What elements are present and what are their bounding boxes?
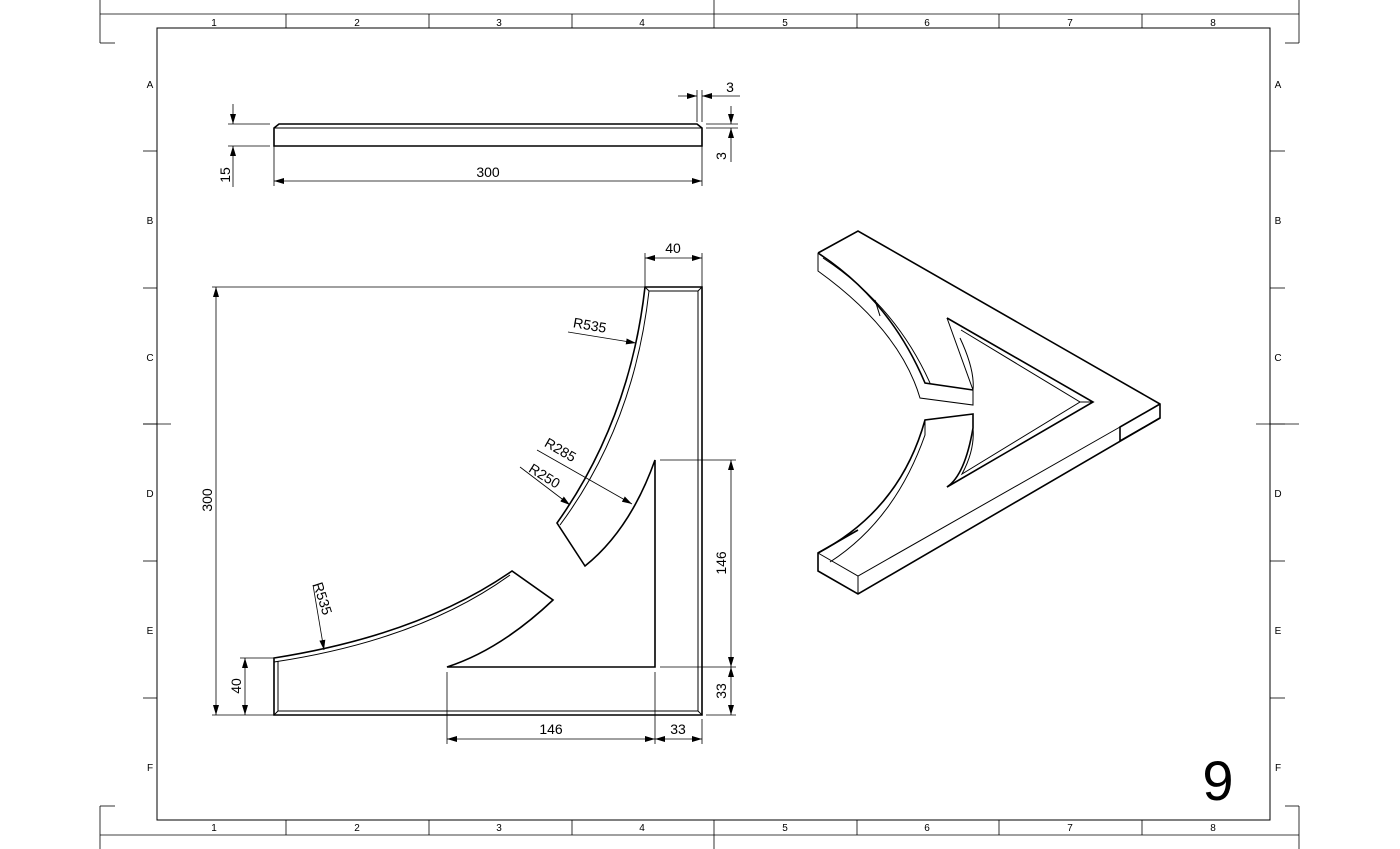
zone-col-1-bottom: 1 — [211, 823, 217, 834]
zone-row-b: B — [147, 216, 154, 227]
dim-chamfer-vertical: 3 — [713, 152, 729, 160]
sheet-frame — [99, 0, 1300, 849]
zone-labels: 1 2 3 4 5 6 7 8 1 2 3 4 5 6 7 8 A B C D … — [146, 18, 1281, 834]
zone-row-a: A — [147, 80, 154, 91]
zone-col-8-bottom: 8 — [1210, 823, 1216, 834]
dim-thickness: 15 — [217, 167, 233, 183]
sheet-number: 9 — [1202, 749, 1233, 812]
zone-row-a-right: A — [1275, 80, 1282, 91]
front-view: 300 40 146 33 146 33 40 R535 R285 R250 R — [199, 240, 736, 744]
zone-col-7: 7 — [1067, 18, 1073, 29]
zone-row-c-right: C — [1274, 353, 1281, 364]
zone-col-4: 4 — [639, 18, 645, 29]
dim-inner-vertical-offset: 33 — [713, 683, 729, 699]
zone-row-f-right: F — [1275, 763, 1281, 774]
dim-inner-horizontal: 146 — [539, 721, 563, 737]
zone-col-2: 2 — [354, 18, 360, 29]
zone-col-1: 1 — [211, 18, 217, 29]
zone-col-5: 5 — [782, 18, 788, 29]
zone-col-6-bottom: 6 — [924, 823, 930, 834]
radius-outer-top: R535 — [572, 314, 608, 336]
zone-col-3: 3 — [496, 18, 502, 29]
dim-inner-horizontal-offset: 33 — [670, 721, 686, 737]
zone-row-f: F — [147, 763, 153, 774]
zone-row-b-right: B — [1275, 216, 1282, 227]
radius-outer-bottom: R535 — [310, 580, 336, 617]
zone-col-2-bottom: 2 — [354, 823, 360, 834]
top-view: 300 15 3 3 — [217, 79, 740, 187]
zone-col-4-bottom: 4 — [639, 823, 645, 834]
zone-col-7-bottom: 7 — [1067, 823, 1073, 834]
zone-col-3-bottom: 3 — [496, 823, 502, 834]
dim-inner-vertical: 146 — [713, 551, 729, 575]
zone-col-6: 6 — [924, 18, 930, 29]
zone-row-c: C — [146, 353, 153, 364]
zone-row-e-right: E — [1275, 626, 1282, 637]
zone-row-e: E — [147, 626, 154, 637]
dim-length: 300 — [476, 164, 500, 180]
zone-row-d: D — [146, 489, 153, 500]
zone-row-d-right: D — [1274, 489, 1281, 500]
zone-col-5-bottom: 5 — [782, 823, 788, 834]
zone-col-8: 8 — [1210, 18, 1216, 29]
dim-arm-width-top: 40 — [665, 240, 681, 256]
isometric-view — [817, 230, 1161, 595]
radius-inner-a: R285 — [542, 434, 579, 465]
radius-inner-b: R250 — [526, 460, 563, 491]
dim-chamfer-horizontal: 3 — [726, 79, 734, 95]
dim-height: 300 — [199, 488, 215, 512]
dim-arm-width-left: 40 — [228, 678, 244, 694]
